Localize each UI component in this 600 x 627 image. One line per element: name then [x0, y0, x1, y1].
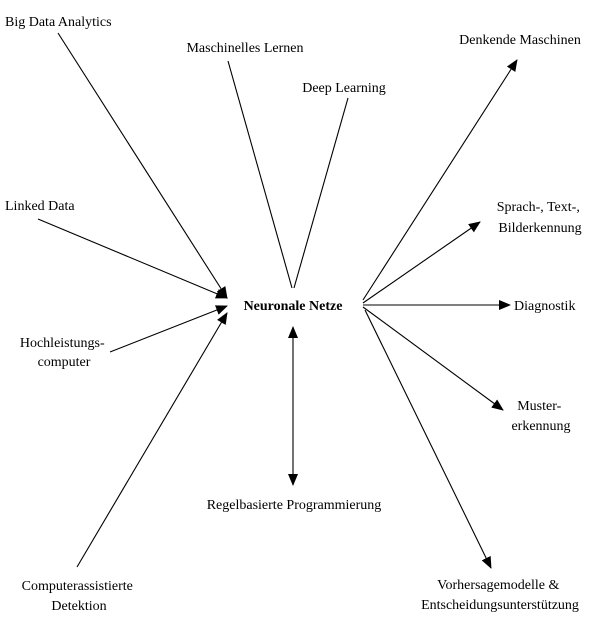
label-denkende-maschinen: Denkende Maschinen: [459, 33, 581, 48]
label-diagnostik: Diagnostik: [514, 299, 575, 314]
label-computerassistierte-detektion: Computerassistierte Detektion: [22, 579, 137, 614]
output-node-denkende-maschinen: Denkende Maschinen: [362, 33, 581, 301]
input-node-computerassistierte-detektion: Computerassistierte Detektion: [22, 312, 228, 614]
related-node-regelbasierte-programmierung: Regelbasierte Programmierung: [207, 326, 382, 513]
arrow-hochleistungscomputer: [109, 305, 228, 353]
arrow-mustererkennung: [362, 306, 504, 411]
arrow-computerassistierte-detektion: [76, 312, 228, 568]
input-node-linked-data: Linked Data: [5, 199, 228, 299]
input-node-maschinelles-lernen: Maschinelles Lernen: [186, 41, 304, 289]
arrow-sprach-text-bilderkennung: [362, 221, 481, 304]
arrow-vorhersagemodelle: [364, 309, 492, 569]
output-node-vorhersagemodelle: Vorhersagemodelle & Entscheidungsunterst…: [364, 309, 579, 613]
center-node-label: Neuronale Netze: [244, 299, 343, 314]
label-sprach-text-bilderkennung: Sprach-, Text-, Bilderkennung: [497, 200, 584, 236]
arrow-deep-learning: [293, 97, 349, 289]
label-deep-learning: Deep Learning: [302, 81, 386, 96]
arrow-linked-data: [37, 218, 228, 299]
input-node-hochleistungscomputer: Hochleistungs- computer: [20, 305, 228, 370]
label-mustererkennung: Muster- erkennung: [511, 399, 570, 434]
arrow-denkende-maschinen: [362, 59, 518, 301]
output-node-sprach-text-bilderkennung: Sprach-, Text-, Bilderkennung: [362, 200, 584, 304]
arrow-maschinelles-lernen: [227, 60, 293, 289]
label-linked-data: Linked Data: [5, 199, 75, 214]
output-node-mustererkennung: Muster- erkennung: [362, 306, 571, 434]
label-big-data: Big Data Analytics: [5, 15, 112, 30]
label-maschinelles-lernen: Maschinelles Lernen: [186, 41, 303, 56]
input-node-deep-learning: Deep Learning: [293, 81, 386, 289]
label-vorhersagemodelle: Vorhersagemodelle & Entscheidungsunterst…: [421, 578, 579, 613]
label-hochleistungscomputer: Hochleistungs- computer: [20, 336, 108, 370]
arrow-big-data: [57, 32, 228, 299]
input-node-big-data: Big Data Analytics: [5, 15, 228, 299]
output-node-diagnostik: Diagnostik: [363, 299, 575, 314]
label-regelbasierte-programmierung: Regelbasierte Programmierung: [207, 498, 382, 513]
